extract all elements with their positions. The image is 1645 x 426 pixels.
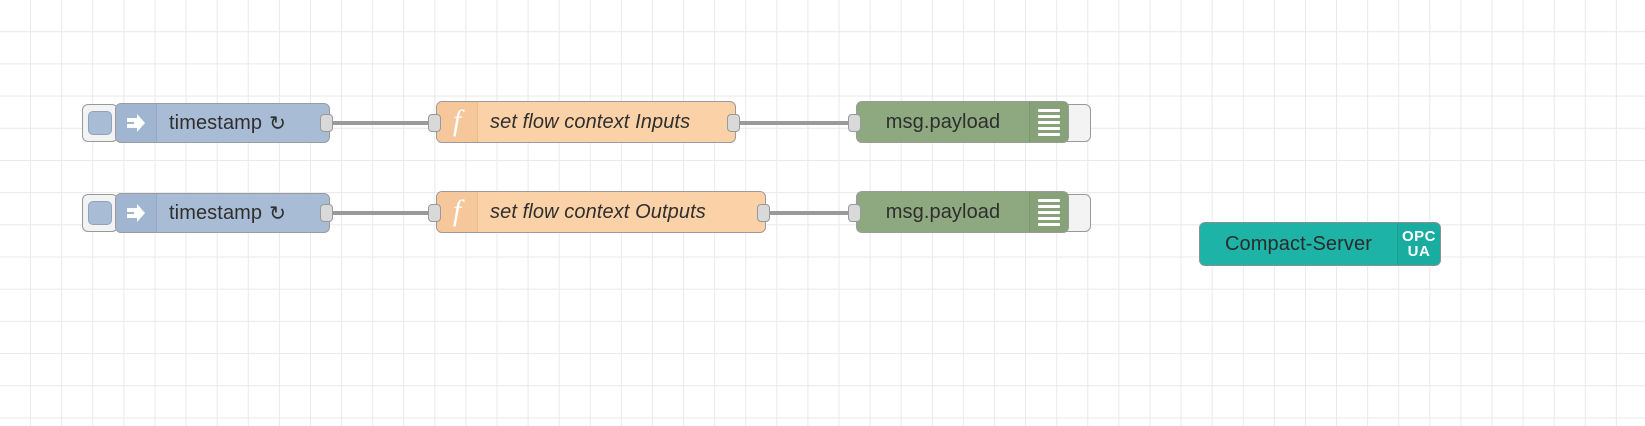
inject-node-2[interactable]: timestamp ↻ [115, 193, 330, 233]
debug-node-label-1: msg.payload [885, 110, 1001, 133]
debug-node-1[interactable]: msg.payload [856, 101, 1069, 143]
inject-trigger-button-1[interactable] [82, 104, 118, 142]
wire-inject2-function2[interactable] [331, 211, 433, 215]
inject-repeat-icon-2: ↻ [269, 202, 287, 225]
debug-lines-icon [1029, 102, 1068, 142]
inject-arrow-icon [116, 194, 157, 232]
inject-repeat-icon-1: ↻ [269, 112, 287, 135]
inject-node-label-1: timestamp ↻ [157, 104, 329, 142]
debug-lines-icon [1029, 192, 1068, 232]
debug-node-label-2: msg.payload [885, 200, 1001, 223]
wire-function2-debug2[interactable] [768, 211, 855, 215]
inject-trigger-button-inner-1 [88, 111, 112, 135]
opc-ua-icon-line2: UA [1407, 243, 1431, 260]
function-f-icon: f [437, 192, 478, 232]
function-output-port-2[interactable] [757, 204, 770, 222]
wire-inject1-function1[interactable] [331, 121, 433, 125]
opc-ua-icon: OPC UA [1397, 223, 1440, 265]
opcua-server-label: Compact-Server [1225, 232, 1372, 255]
inject-arrow-icon [116, 104, 157, 142]
function-node-2[interactable]: f set flow context Outputs [436, 191, 766, 233]
function-input-port-2[interactable] [428, 204, 441, 222]
debug-input-port-1[interactable] [848, 114, 861, 132]
debug-node-2[interactable]: msg.payload [856, 191, 1069, 233]
inject-node-text-2: timestamp [169, 201, 263, 224]
inject-node-text-1: timestamp [169, 111, 263, 134]
opcua-server-node[interactable]: Compact-Server OPC UA [1199, 222, 1441, 266]
function-output-port-1[interactable] [727, 114, 740, 132]
inject-trigger-button-inner-2 [88, 201, 112, 225]
inject-output-port-2[interactable] [320, 204, 333, 222]
inject-trigger-button-2[interactable] [82, 194, 118, 232]
inject-output-port-1[interactable] [320, 114, 333, 132]
inject-node-label-2: timestamp ↻ [157, 194, 329, 232]
function-input-port-1[interactable] [428, 114, 441, 132]
debug-input-port-2[interactable] [848, 204, 861, 222]
wire-function1-debug1[interactable] [738, 121, 855, 125]
opc-ua-icon-line1: OPC [1401, 227, 1436, 245]
function-node-label-2: set flow context Outputs [490, 200, 706, 223]
inject-node-1[interactable]: timestamp ↻ [115, 103, 330, 143]
function-f-icon: f [437, 102, 478, 142]
function-node-1[interactable]: f set flow context Inputs [436, 101, 736, 143]
function-node-label-1: set flow context Inputs [490, 110, 691, 133]
